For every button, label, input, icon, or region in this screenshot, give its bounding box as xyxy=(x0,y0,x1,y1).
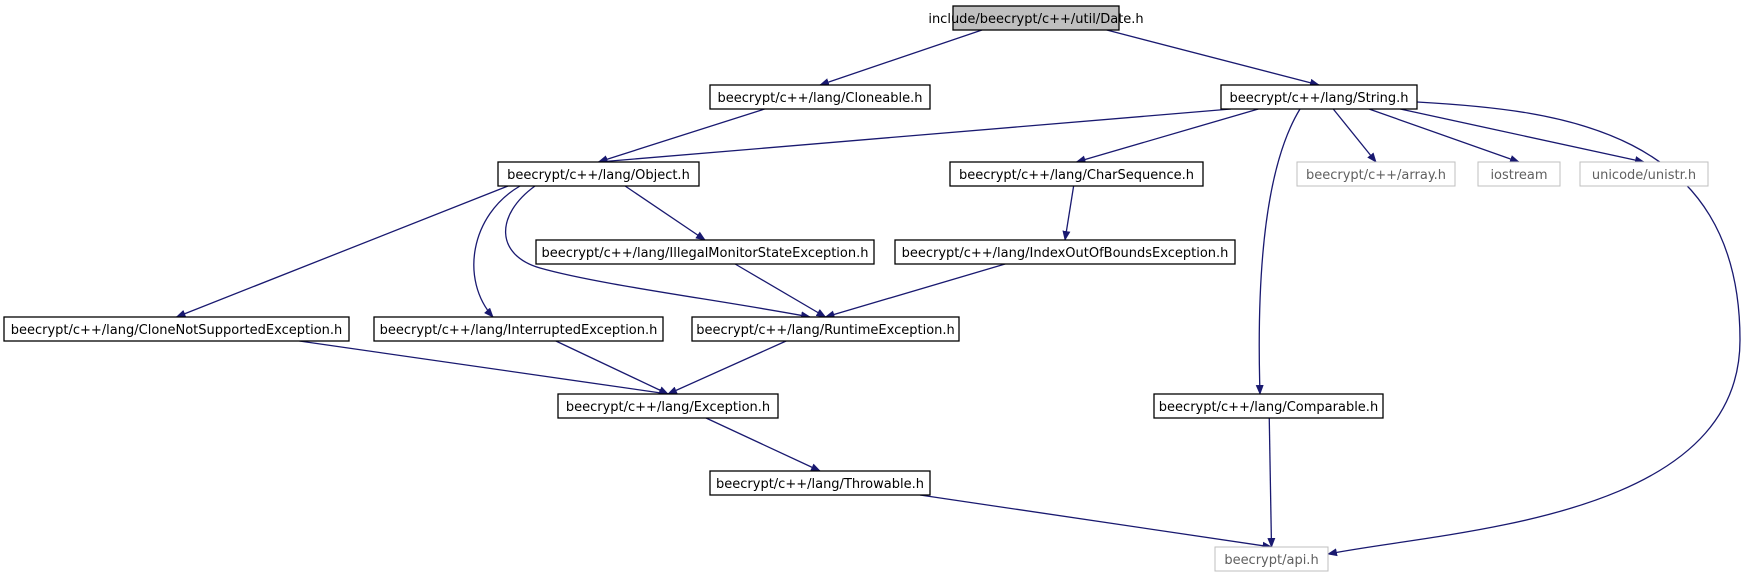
node-array: beecrypt/c++/array.h xyxy=(1296,161,1456,187)
edge-string-array xyxy=(1332,108,1377,163)
node-date[interactable]: include/beecrypt/c++/util/Date.h xyxy=(928,5,1144,31)
node-string[interactable]: beecrypt/c++/lang/String.h xyxy=(1220,84,1418,110)
node-label-object: beecrypt/c++/lang/Object.h xyxy=(507,168,690,183)
edge-string-iostream xyxy=(1368,108,1520,163)
node-label-charseq: beecrypt/c++/lang/CharSequence.h xyxy=(959,168,1194,183)
node-box-interrupted xyxy=(373,316,664,342)
edge-charseq-indexoob xyxy=(1062,185,1075,241)
edges-layer xyxy=(175,29,1741,557)
node-box-indexoob xyxy=(894,239,1236,265)
edge-object-illegalmon xyxy=(624,185,706,241)
node-label-indexoob: beecrypt/c++/lang/IndexOutOfBoundsExcept… xyxy=(902,246,1229,261)
node-box-unistr xyxy=(1579,161,1709,187)
edge-comparable-api xyxy=(1267,417,1276,548)
edge-string-unistr xyxy=(1400,108,1645,164)
node-box-iostream xyxy=(1477,161,1561,187)
edge-object-clonenot xyxy=(175,185,509,318)
node-box-string xyxy=(1220,84,1418,110)
edge-string-comparable xyxy=(1255,108,1301,395)
edge-date-cloneable xyxy=(819,29,983,86)
edge-illegalmon-runtime xyxy=(734,263,827,318)
node-box-throwable xyxy=(709,470,931,496)
edge-exception-throwable xyxy=(705,417,821,472)
edge-string-object xyxy=(597,108,1232,166)
node-label-exception: beecrypt/c++/lang/Exception.h xyxy=(566,400,770,415)
node-unistr: unicode/unistr.h xyxy=(1579,161,1709,187)
node-runtime[interactable]: beecrypt/c++/lang/RuntimeException.h xyxy=(691,316,960,342)
node-exception[interactable]: beecrypt/c++/lang/Exception.h xyxy=(557,393,779,419)
node-cloneable[interactable]: beecrypt/c++/lang/Cloneable.h xyxy=(709,84,931,110)
node-box-illegalmon xyxy=(535,239,875,265)
node-box-clonenot xyxy=(3,316,350,342)
node-label-unistr: unicode/unistr.h xyxy=(1592,168,1696,183)
node-box-exception xyxy=(557,393,779,419)
node-label-comparable: beecrypt/c++/lang/Comparable.h xyxy=(1159,400,1378,415)
node-box-cloneable xyxy=(709,84,931,110)
node-api: beecrypt/api.h xyxy=(1214,546,1329,572)
node-box-api xyxy=(1214,546,1329,572)
node-iostream: iostream xyxy=(1477,161,1561,187)
node-label-cloneable: beecrypt/c++/lang/Cloneable.h xyxy=(717,91,922,106)
edge-runtime-exception xyxy=(667,340,787,395)
node-box-charseq xyxy=(949,161,1204,187)
node-comparable[interactable]: beecrypt/c++/lang/Comparable.h xyxy=(1153,393,1384,419)
node-box-object xyxy=(497,161,700,187)
node-indexoob[interactable]: beecrypt/c++/lang/IndexOutOfBoundsExcept… xyxy=(894,239,1236,265)
node-label-runtime: beecrypt/c++/lang/RuntimeException.h xyxy=(696,323,955,338)
node-label-clonenot: beecrypt/c++/lang/CloneNotSupportedExcep… xyxy=(11,323,343,338)
node-label-array: beecrypt/c++/array.h xyxy=(1306,168,1446,183)
node-illegalmon[interactable]: beecrypt/c++/lang/IllegalMonitorStateExc… xyxy=(535,239,875,265)
edge-string-charseq xyxy=(1075,108,1259,164)
node-label-throwable: beecrypt/c++/lang/Throwable.h xyxy=(716,477,924,492)
node-label-api: beecrypt/api.h xyxy=(1224,553,1318,568)
node-throwable[interactable]: beecrypt/c++/lang/Throwable.h xyxy=(709,470,931,496)
node-label-date: include/beecrypt/c++/util/Date.h xyxy=(928,12,1143,27)
edge-string-api xyxy=(1327,101,1741,557)
edge-indexoob-runtime xyxy=(824,263,1006,319)
node-label-illegalmon: beecrypt/c++/lang/IllegalMonitorStateExc… xyxy=(542,246,869,261)
node-label-iostream: iostream xyxy=(1490,168,1547,183)
nodes-layer: include/beecrypt/c++/util/Date.h beecrypt… xyxy=(3,5,1709,572)
edge-cloneable-object xyxy=(597,108,765,164)
edge-date-string xyxy=(1106,29,1320,87)
node-box-array xyxy=(1296,161,1456,187)
node-label-interrupted: beecrypt/c++/lang/InterruptedException.h xyxy=(380,323,658,338)
node-charseq[interactable]: beecrypt/c++/lang/CharSequence.h xyxy=(949,161,1204,187)
node-box-comparable xyxy=(1153,393,1384,419)
edge-object-interrupted xyxy=(473,185,521,318)
node-object[interactable]: beecrypt/c++/lang/Object.h xyxy=(497,161,700,187)
edge-clonenot-exception xyxy=(299,340,669,397)
node-interrupted[interactable]: beecrypt/c++/lang/InterruptedException.h xyxy=(373,316,664,342)
node-box-runtime xyxy=(691,316,960,342)
node-label-string: beecrypt/c++/lang/String.h xyxy=(1229,91,1408,106)
edge-throwable-api xyxy=(919,494,1273,550)
node-box-date xyxy=(952,5,1120,31)
node-clonenot[interactable]: beecrypt/c++/lang/CloneNotSupportedExcep… xyxy=(3,316,350,342)
edge-object-runtime xyxy=(504,185,811,320)
edge-interrupted-exception xyxy=(555,340,669,395)
